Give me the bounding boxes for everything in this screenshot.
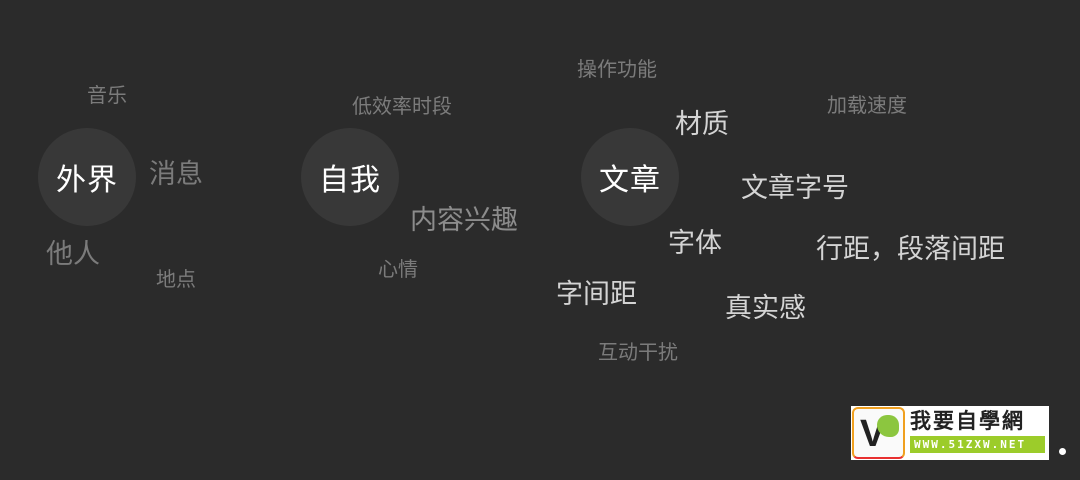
word-low-efficiency-period: 低效率时段 xyxy=(352,94,452,118)
word-content-interest: 内容兴趣 xyxy=(410,205,518,236)
word-realism: 真实感 xyxy=(725,293,806,324)
word-article-font-size: 文章字号 xyxy=(741,173,849,204)
hub-article-label: 文章 xyxy=(599,163,661,198)
watermark-url: WWW.51ZXW.NET xyxy=(910,436,1045,453)
word-texture: 材质 xyxy=(675,109,729,140)
word-interaction-interference: 互动干扰 xyxy=(598,340,678,364)
watermark-logo: V 我要自學網 WWW.51ZXW.NET xyxy=(851,406,1049,460)
word-line-paragraph-spacing: 行距，段落间距 xyxy=(816,234,1005,265)
hub-self-label: 自我 xyxy=(319,163,381,198)
word-location: 地点 xyxy=(156,267,196,291)
word-music: 音乐 xyxy=(87,83,127,107)
watermark-title: 我要自學網 xyxy=(910,409,1025,433)
word-loading-speed: 加载速度 xyxy=(827,93,907,117)
watermark-v-icon: V xyxy=(852,407,905,459)
word-letter-spacing: 字间距 xyxy=(556,279,637,310)
word-others: 他人 xyxy=(46,239,100,270)
hub-article: 文章 xyxy=(581,128,679,226)
word-messages: 消息 xyxy=(149,159,203,190)
word-mood: 心情 xyxy=(378,257,418,281)
word-operation-features: 操作功能 xyxy=(577,57,657,81)
hub-self: 自我 xyxy=(301,128,399,226)
leaf-icon xyxy=(877,415,899,437)
hub-external-label: 外界 xyxy=(56,163,118,198)
hub-external: 外界 xyxy=(38,128,136,226)
dot-icon xyxy=(1059,448,1066,455)
word-font: 字体 xyxy=(668,228,722,259)
